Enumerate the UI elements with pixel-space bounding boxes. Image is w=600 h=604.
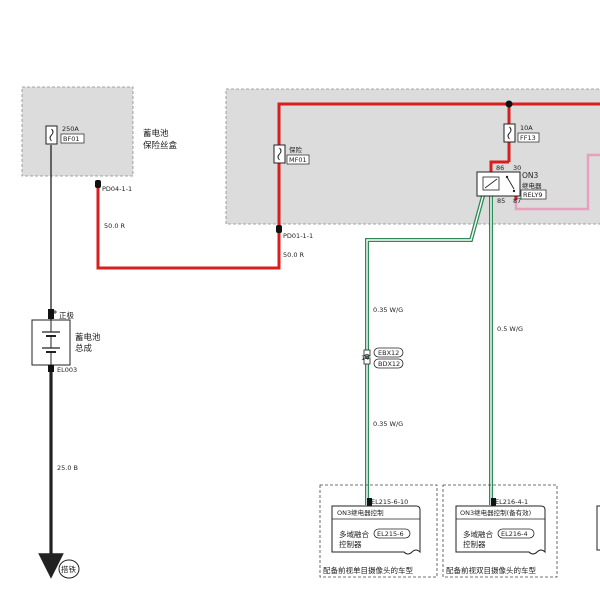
fuse-symbol-bf01 bbox=[45, 125, 58, 145]
ground-wire-spec: 25.0 B bbox=[57, 464, 78, 472]
fuse-box-title: 蓄电池 bbox=[143, 128, 169, 139]
ground-label: 搭铁 bbox=[61, 564, 76, 574]
inline-connector-id: BDX12 bbox=[378, 360, 400, 368]
module-variant: 配备前视单目摄像头的车型 bbox=[323, 565, 413, 575]
relay-pin-85: 85 bbox=[497, 197, 505, 205]
fuse-box-subtitle: 保险丝盒 bbox=[143, 140, 178, 151]
fuse-id: MF01 bbox=[289, 156, 307, 164]
relay-sub: 继电器 bbox=[522, 181, 542, 190]
module-name-sub: 控制器 bbox=[339, 539, 362, 549]
module-name: 多域融合 bbox=[339, 529, 369, 539]
wire-spec: 0.35 W/G bbox=[373, 420, 403, 428]
battery-symbol bbox=[31, 319, 71, 366]
pink-wire bbox=[514, 153, 600, 211]
connector-pin-icon bbox=[276, 225, 282, 233]
wire-spec: 50.0 R bbox=[104, 222, 126, 230]
relay-name: ON3 bbox=[522, 171, 539, 180]
battery-name: 蓄电池 bbox=[75, 332, 101, 343]
battery-fuse-box-zone bbox=[21, 86, 134, 177]
module-connector-id: EL216-4 bbox=[501, 530, 528, 538]
inline-connector bbox=[363, 349, 371, 365]
module-pin-function: ON3继电器控制 bbox=[337, 508, 384, 517]
fuse-id: BF01 bbox=[63, 135, 79, 143]
module-3-partial bbox=[596, 505, 600, 551]
battery-positive-label: 正极 bbox=[59, 310, 74, 320]
module-pin-function: ON3继电器控制(备有效) bbox=[460, 508, 531, 517]
inline-connector-pin: 14 bbox=[361, 354, 369, 362]
battery-name-sub: 总成 bbox=[75, 343, 93, 354]
connector-pin-icon bbox=[95, 180, 101, 188]
inline-connector-id: EBX12 bbox=[378, 349, 399, 357]
wire-spec: 50.0 R bbox=[283, 251, 305, 259]
signal-wire-1-inner bbox=[366, 195, 484, 505]
junction-dot bbox=[505, 100, 513, 108]
battery-connector: EL003 bbox=[57, 366, 77, 374]
module-connector: EL216-4-1 bbox=[495, 498, 528, 506]
fuse-label: 保险 bbox=[289, 145, 303, 154]
relay-pin-86: 86 bbox=[496, 164, 504, 172]
module-connector: EL215-6-10 bbox=[371, 498, 408, 506]
fuse-id: FF13 bbox=[520, 134, 536, 142]
relay-id: RELY9 bbox=[523, 191, 543, 199]
relay-pin-30: 30 bbox=[513, 164, 521, 172]
ground-symbol bbox=[58, 559, 80, 579]
module-name: 多域融合 bbox=[463, 529, 493, 539]
fuse-rating: 250A bbox=[62, 125, 79, 133]
module-connector-id: EL215-6 bbox=[377, 530, 404, 538]
fuse-symbol-mf01 bbox=[273, 144, 286, 164]
connector-label: PD01-1-1 bbox=[283, 232, 313, 240]
module-2-zone bbox=[442, 484, 558, 578]
connector-label: PD04-1-1 bbox=[102, 185, 132, 193]
module-variant: 配备前视双目摄像头的车型 bbox=[446, 565, 536, 575]
power-wire-main bbox=[96, 102, 600, 270]
fuse-rating: 10A bbox=[520, 124, 533, 132]
fuse-symbol-ff13 bbox=[503, 123, 516, 143]
relay-symbol bbox=[476, 171, 521, 197]
module-1-zone bbox=[319, 484, 438, 578]
wire-spec: 0.5 W/G bbox=[497, 325, 523, 333]
relay-pin-87: 87 bbox=[513, 197, 521, 205]
module-name-sub: 控制器 bbox=[463, 539, 486, 549]
wire-spec: 0.35 W/G bbox=[373, 306, 403, 314]
